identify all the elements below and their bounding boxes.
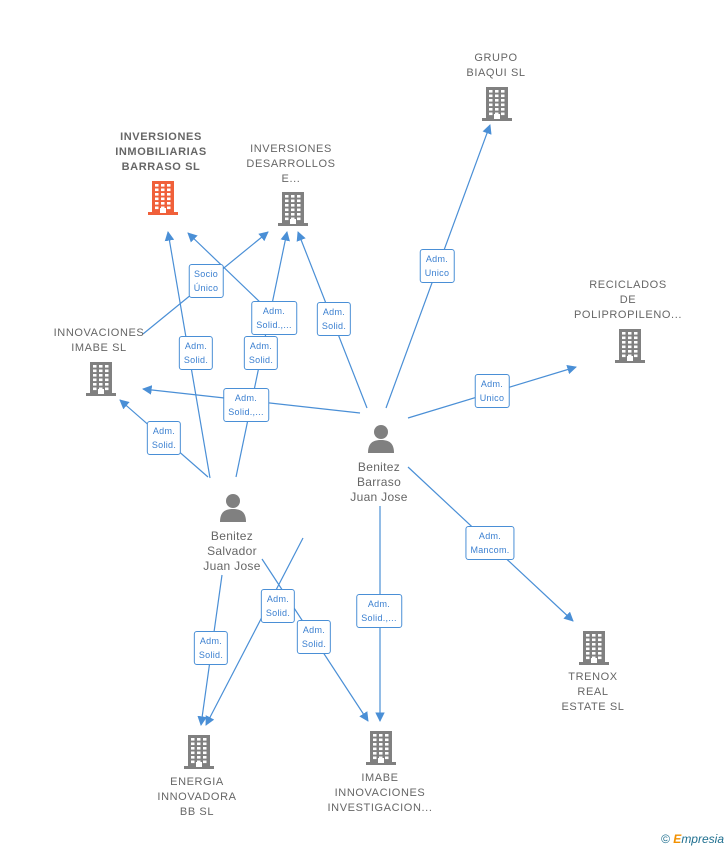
building-icon[interactable] xyxy=(148,181,178,220)
edge-label[interactable]: Adm. Solid. xyxy=(296,620,332,654)
company-label-line: TRENOX xyxy=(568,671,618,683)
edge-label-line: Unico xyxy=(479,393,505,403)
relationship-edge xyxy=(205,537,304,726)
edge-label[interactable]: Adm. Solid.,... xyxy=(356,594,402,628)
company-label-line: INNOVACIONES xyxy=(334,787,426,799)
building-icon[interactable] xyxy=(86,362,116,401)
company-label-line: POLIPROPILENO... xyxy=(573,309,683,321)
edge-label-line: Solid.,... xyxy=(361,613,397,623)
edge-label-line: Solid. xyxy=(301,639,327,649)
person-icon[interactable] xyxy=(367,424,395,459)
building-icon[interactable] xyxy=(184,735,214,774)
person-icon[interactable] xyxy=(219,493,247,528)
edge-label[interactable]: Adm. Solid.,... xyxy=(251,301,297,335)
person-label-line: Benitez xyxy=(357,460,401,474)
person-label-line: Juan Jose xyxy=(350,490,408,504)
edge-label[interactable]: Adm. Unico xyxy=(474,374,510,408)
company-label-inversiones-desarrollos[interactable]: INVERSIONES DESARROLLOS E... xyxy=(246,142,335,187)
company-label-line: INMOBILIARIAS xyxy=(115,146,207,158)
edge-label-line: Adm. xyxy=(322,307,346,317)
company-label-line: IMABE SL xyxy=(71,342,127,354)
edge-label[interactable]: Adm. Solid. xyxy=(178,336,214,370)
edge-label-line: Adm. xyxy=(302,625,326,635)
edge-label-line: Único xyxy=(193,283,219,293)
company-label-line: DESARROLLOS xyxy=(246,158,336,170)
copyright-footer: © Empresia xyxy=(661,832,724,846)
edge-label[interactable]: Adm. Solid. xyxy=(193,631,229,665)
edge-label-line: Solid. xyxy=(321,321,347,331)
edge-label-line: Adm. xyxy=(249,341,273,351)
person-label-line: Juan Jose xyxy=(203,559,261,573)
company-label-line: RECICLADOS xyxy=(589,279,667,291)
edge-label-line: Adm. xyxy=(480,379,504,389)
edge-label-line: Adm. xyxy=(234,393,258,403)
edge-label-line: Adm. xyxy=(184,341,208,351)
company-label-line: BIAQUI SL xyxy=(466,67,526,79)
company-label-line: BB SL xyxy=(179,806,215,818)
edge-label[interactable]: Adm. Unico xyxy=(419,249,455,283)
company-label-imabe-innovaciones[interactable]: IMABE INNOVACIONES INVESTIGACION... xyxy=(328,771,433,816)
company-label-reciclados-polipropileno[interactable]: RECICLADOS DE POLIPROPILENO... xyxy=(574,278,682,323)
company-label-line: GRUPO xyxy=(474,52,518,64)
company-label-grupo-biaqui[interactable]: GRUPO BIAQUI SL xyxy=(466,51,525,81)
edge-label-line: Mancom. xyxy=(470,545,510,555)
edge-label-line: Solid.,... xyxy=(228,407,264,417)
edge-label[interactable]: Adm. Solid.,... xyxy=(223,388,269,422)
company-label-line: DE xyxy=(619,294,637,306)
edge-label-line: Solid. xyxy=(183,355,209,365)
edge-label-line: Adm. xyxy=(152,426,176,436)
edge-label-line: Unico xyxy=(424,268,450,278)
company-label-line: REAL xyxy=(577,686,609,698)
person-label-line: Benitez xyxy=(210,529,254,543)
edge-label-line: Solid. xyxy=(151,440,177,450)
company-label-line: ENERGIA xyxy=(170,776,224,788)
company-label-inversiones-inmobiliarias-barraso[interactable]: INVERSIONES INMOBILIARIAS BARRASO SL xyxy=(115,130,207,175)
building-icon[interactable] xyxy=(579,631,609,670)
edge-label-line: Solid. xyxy=(265,608,291,618)
person-label-line: Barraso xyxy=(356,475,402,489)
building-icon[interactable] xyxy=(615,329,645,368)
edge-label-line: Solid.,... xyxy=(256,320,292,330)
company-label-line: INVERSIONES xyxy=(120,131,202,143)
edge-label-line: Adm. xyxy=(367,599,391,609)
company-label-line: INVESTIGACION... xyxy=(327,802,433,814)
person-label-line: Salvador xyxy=(207,544,257,558)
company-label-line: E... xyxy=(281,173,301,185)
relationship-edge xyxy=(187,232,264,306)
edge-label-line: Adm. xyxy=(266,594,290,604)
edge-label[interactable]: Adm. Solid. xyxy=(146,421,182,455)
edge-label[interactable]: Adm. Solid. xyxy=(243,336,279,370)
empresia-logo[interactable]: Empresia xyxy=(673,832,724,846)
company-label-line: ESTATE SL xyxy=(561,701,625,713)
edge-label-line: Adm. xyxy=(199,636,223,646)
edge-label[interactable]: Adm. Solid. xyxy=(260,589,296,623)
building-icon[interactable] xyxy=(366,731,396,770)
edge-label[interactable]: Adm. Mancom. xyxy=(465,526,515,560)
company-label-line: IMABE xyxy=(361,772,399,784)
company-label-trenox-real-estate[interactable]: TRENOX REAL ESTATE SL xyxy=(561,670,624,715)
edge-label-line: Adm. xyxy=(478,531,502,541)
edge-label[interactable]: Adm. Solid. xyxy=(316,302,352,336)
company-label-line: INVERSIONES xyxy=(250,143,332,155)
building-icon[interactable] xyxy=(482,87,512,126)
company-label-energia-innovadora[interactable]: ENERGIA INNOVADORA BB SL xyxy=(157,775,236,820)
edge-label-line: Adm. xyxy=(425,254,449,264)
copyright-icon: © xyxy=(661,832,670,846)
edge-label-line: Socio xyxy=(193,269,219,279)
edge-label-line: Adm. xyxy=(262,306,286,316)
company-label-line: BARRASO SL xyxy=(121,161,201,173)
edge-label-line: Solid. xyxy=(198,650,224,660)
company-label-innovaciones-imabe[interactable]: INNOVACIONES IMABE SL xyxy=(54,326,145,356)
company-label-line: INNOVACIONES xyxy=(53,327,145,339)
company-label-line: INNOVADORA xyxy=(157,791,237,803)
building-icon[interactable] xyxy=(278,192,308,231)
edge-label-line: Solid. xyxy=(248,355,274,365)
